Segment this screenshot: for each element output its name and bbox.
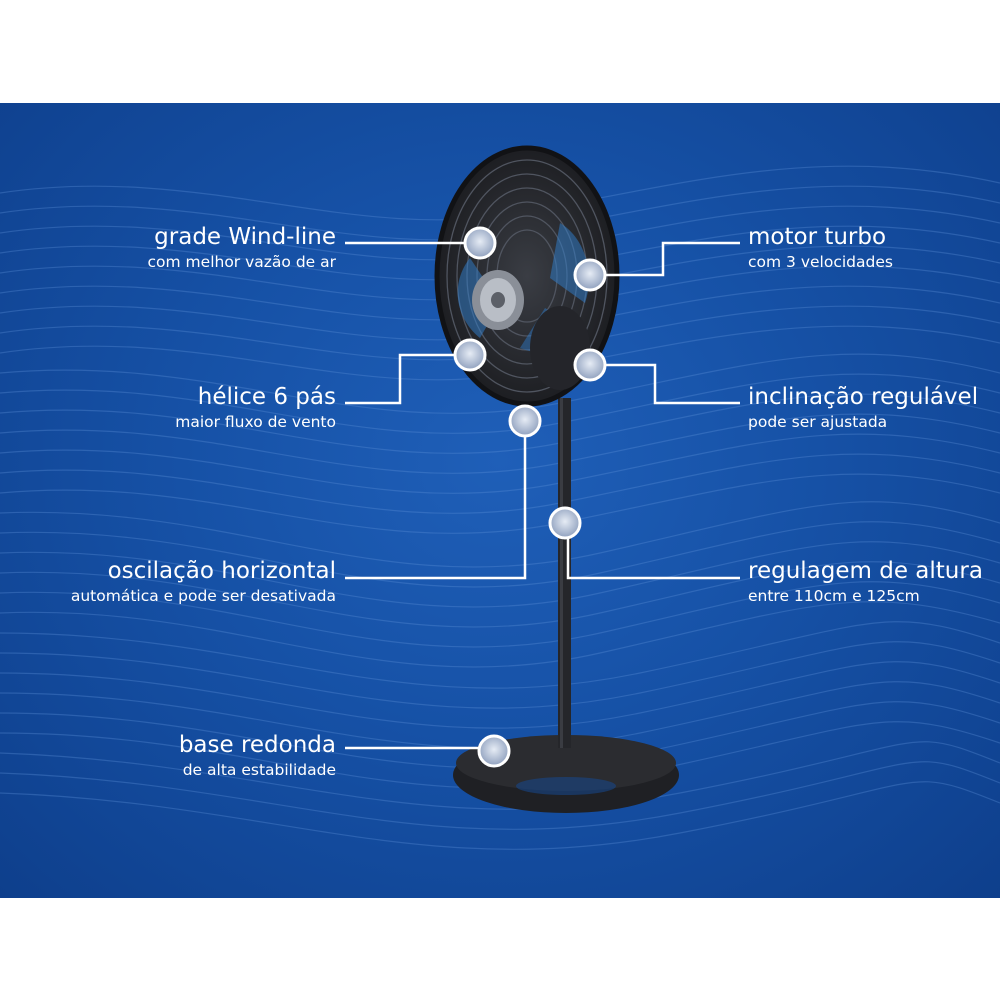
callout-regulagem: regulagem de altura entre 110cm e 125cm — [748, 557, 983, 607]
fan-illustration — [345, 145, 740, 813]
callout-helice-title: hélice 6 pás — [197, 384, 336, 410]
callout-helice-subtitle: maior fluxo de vento — [175, 413, 336, 431]
callout-motor-subtitle: com 3 velocidades — [748, 253, 893, 271]
callout-motor-title: motor turbo — [748, 224, 887, 250]
callout-grade-subtitle: com melhor vazão de ar — [147, 253, 336, 271]
callout-base-subtitle: de alta estabilidade — [182, 761, 336, 779]
callout-regulagem-subtitle: entre 110cm e 125cm — [748, 587, 920, 605]
hotspot-motor — [573, 258, 607, 292]
hotspot-grade — [463, 226, 497, 260]
hotspot-inclinacao — [573, 348, 607, 382]
callout-base: base redonda de alta estabilidade — [179, 731, 336, 781]
hotspot-helice — [453, 338, 487, 372]
feature-panel: grade Wind-line com melhor vazão de ar h… — [0, 103, 1000, 898]
callout-oscilacao-subtitle: automática e pode ser desativada — [70, 587, 336, 605]
hotspot-base — [477, 734, 511, 768]
callout-helice: hélice 6 pás maior fluxo de vento — [175, 383, 336, 433]
leader-oscilacao — [345, 433, 527, 580]
leader-inclinacao — [604, 363, 740, 405]
callout-base-title: base redonda — [178, 732, 336, 758]
callout-inclinacao-subtitle: pode ser ajustada — [748, 413, 888, 431]
callout-oscilacao: oscilação horizontal automática e pode s… — [71, 557, 336, 607]
hotspot-oscilacao — [508, 404, 542, 438]
callout-grade: grade Wind-line com melhor vazão de ar — [148, 223, 336, 273]
hotspots — [453, 226, 607, 768]
hotspot-regulagem — [548, 506, 582, 540]
callout-motor: motor turbo com 3 velocidades — [748, 223, 893, 273]
callout-inclinacao: inclinação regulável pode ser ajustada — [748, 383, 978, 433]
leader-helice — [345, 353, 455, 405]
callout-inclinacao-title: inclinação regulável — [748, 384, 979, 410]
callout-grade-title: grade Wind-line — [154, 224, 336, 250]
callout-regulagem-title: regulagem de altura — [748, 558, 983, 584]
leader-lines — [345, 241, 740, 750]
leader-motor — [604, 241, 740, 277]
callout-oscilacao-title: oscilação horizontal — [107, 558, 336, 584]
leader-regulagem — [566, 538, 740, 580]
